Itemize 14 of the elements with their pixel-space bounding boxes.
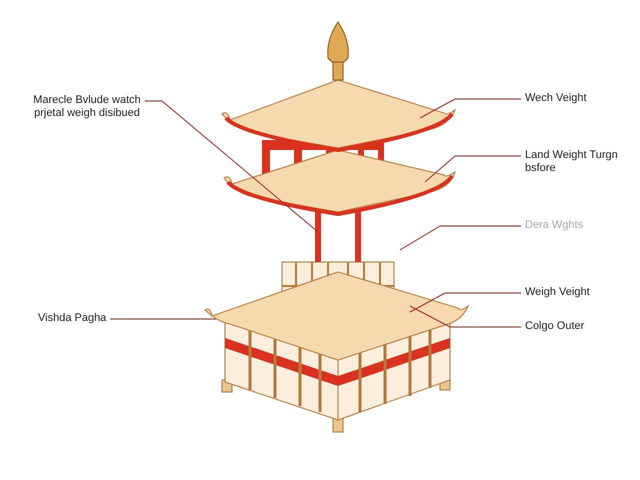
leader-line bbox=[110, 318, 216, 320]
callout-label: Colgo Outer bbox=[525, 320, 625, 333]
leader-line bbox=[424, 156, 522, 182]
leader-line bbox=[410, 306, 522, 328]
leader-line bbox=[420, 98, 522, 118]
callout-label: Marecle Bvlude watch prjetal weigh disibued bbox=[28, 94, 146, 120]
callout-label: Land Weight Turgn bsfore bbox=[525, 149, 625, 175]
callout-label: Wech Veight bbox=[525, 92, 625, 105]
leader-line bbox=[400, 226, 522, 250]
callout-label: Vishda Pagha bbox=[38, 312, 138, 325]
callout-label: Weigh Veight bbox=[525, 286, 625, 299]
leader-line bbox=[144, 100, 318, 232]
callout-label: Dera Wghts bbox=[525, 219, 625, 232]
leader-line bbox=[410, 292, 522, 312]
